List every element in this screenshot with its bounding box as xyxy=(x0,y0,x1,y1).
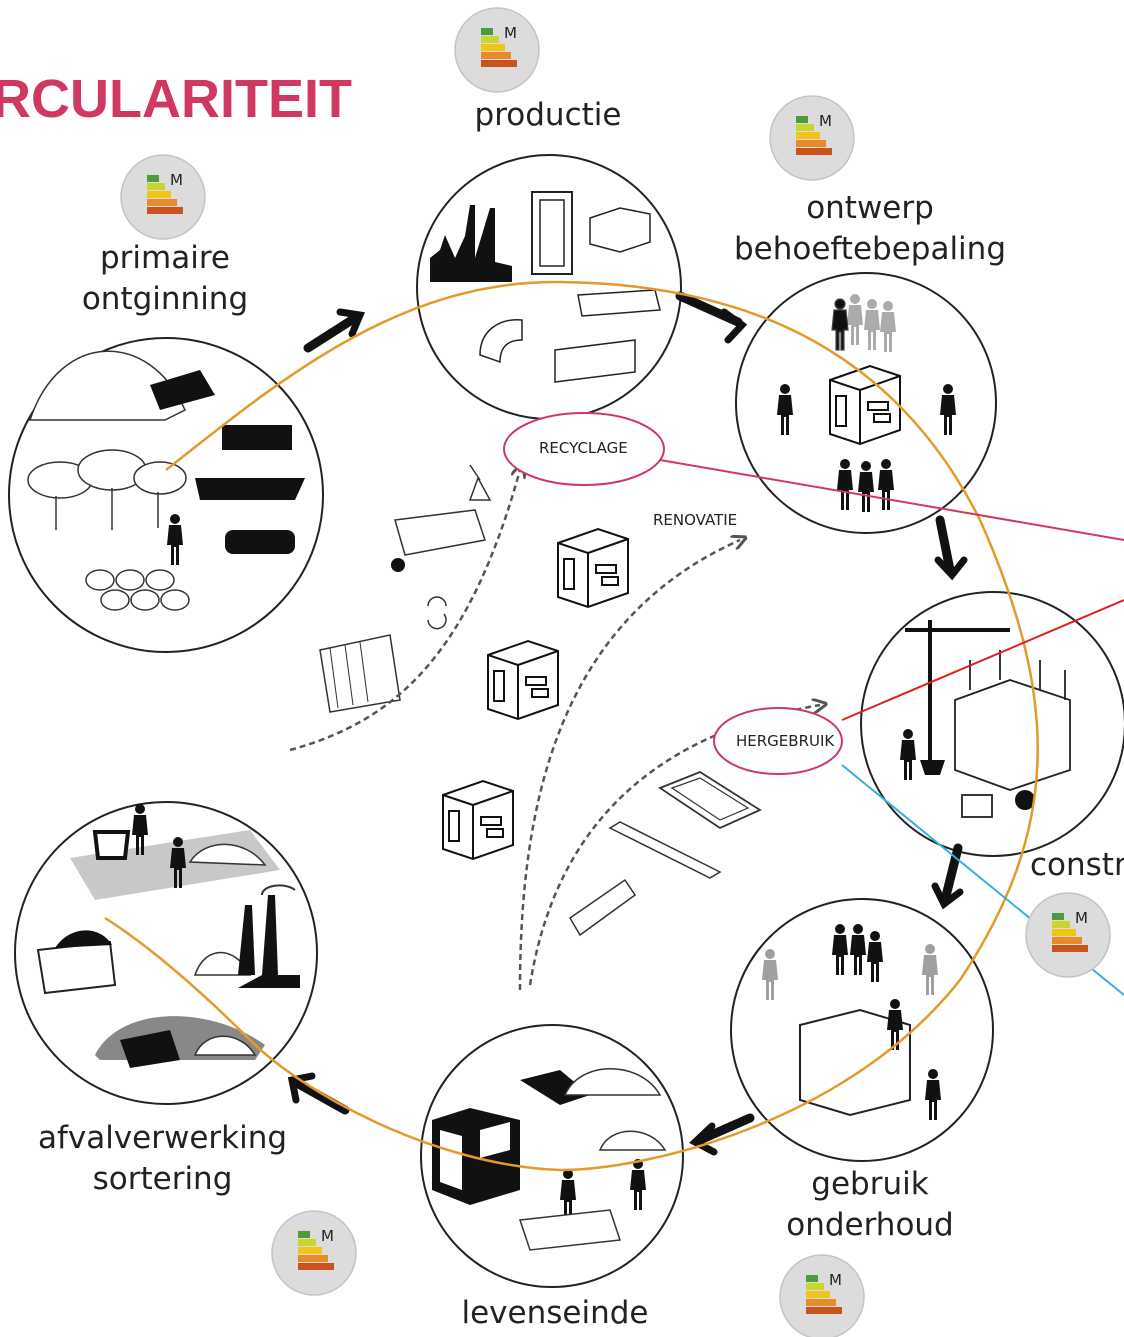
label-gebruik: gebruik onderhoud xyxy=(770,1164,970,1246)
label-hergebruik: HERGEBRUIK xyxy=(736,732,835,750)
stage-circle-ontwerp xyxy=(735,272,997,534)
page-title: RCULARITEIT xyxy=(0,69,352,129)
cycle-line xyxy=(104,280,1039,1172)
label-line: afvalverwerking xyxy=(37,1120,288,1156)
label-recyclage: RECYCLAGE xyxy=(539,439,628,457)
label-line: ontginning xyxy=(81,281,249,317)
label-renovatie: RENOVATIE xyxy=(653,511,738,529)
energy-label-icon xyxy=(779,1254,865,1337)
loop-recyclage-illustrations xyxy=(319,464,492,713)
stage-circle-constructie xyxy=(860,591,1124,857)
label-line: sortering xyxy=(92,1161,233,1197)
energy-label-icon xyxy=(1025,892,1111,978)
label-primaire-ontginning: primaire ontginning xyxy=(60,238,270,320)
label-line: onderhoud xyxy=(786,1207,954,1243)
label-line: constr xyxy=(1030,847,1124,883)
recyclage-ellipse xyxy=(503,412,665,486)
stage-circle-productie xyxy=(416,154,682,420)
loop-hergebruik-illustrations xyxy=(569,770,762,937)
label-constructie: constr xyxy=(1030,845,1124,886)
label-line: levenseinde xyxy=(461,1295,649,1331)
label-ontwerp: ontwerp behoeftebepaling xyxy=(725,188,1015,270)
label-line: behoeftebepaling xyxy=(733,231,1006,267)
hergebruik-red-connector xyxy=(841,599,1124,721)
label-line: primaire xyxy=(100,240,230,276)
label-line: gebruik xyxy=(811,1166,929,1202)
energy-label-icon xyxy=(454,7,540,93)
energy-label-icon xyxy=(271,1210,357,1296)
cycle-arrows xyxy=(287,291,968,1156)
hergebruik-ellipse xyxy=(713,707,843,775)
stage-circle-primaire xyxy=(8,337,324,653)
label-productie: productie xyxy=(448,95,648,136)
stage-circle-levenseinde xyxy=(420,1024,684,1288)
label-line: ontwerp xyxy=(806,190,934,226)
dashed-loop-arrows xyxy=(289,470,820,991)
label-line: productie xyxy=(474,97,622,133)
recyclage-connector xyxy=(659,459,1124,541)
energy-label-icon xyxy=(769,95,855,181)
label-afvalverwerking: afvalverwerking sortering xyxy=(25,1118,300,1200)
label-levenseinde: levenseinde xyxy=(440,1293,670,1334)
stage-circle-afval xyxy=(14,801,318,1105)
stage-circle-gebruik xyxy=(730,898,994,1162)
energy-label-icon xyxy=(120,154,206,240)
